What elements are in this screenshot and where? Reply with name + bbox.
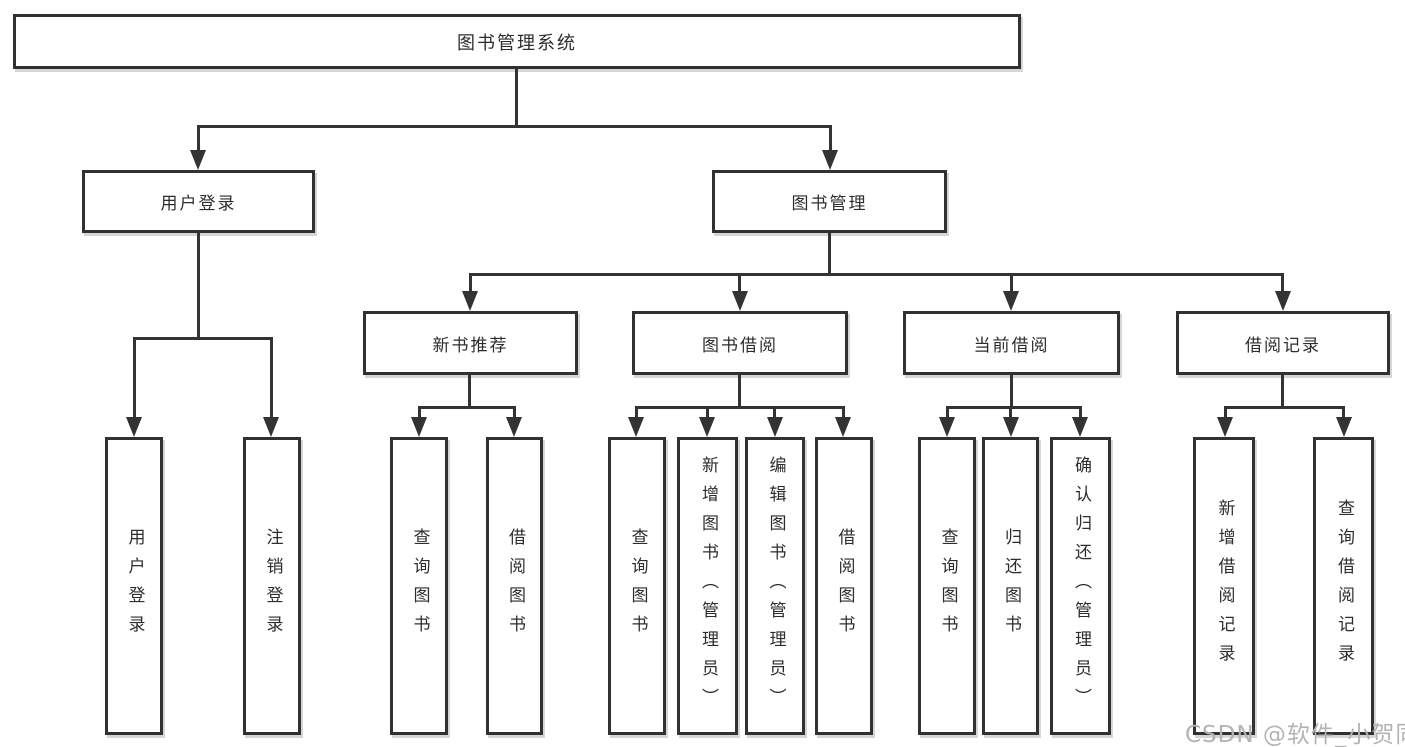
node-label: 查询图书 (409, 528, 430, 644)
node-user-login: 用户登录 (82, 170, 315, 233)
connector-line (842, 406, 845, 419)
arrow-down-icon (732, 291, 748, 311)
node-current-borrowing: 当前借阅 (903, 311, 1120, 375)
leaf-query-book-current: 查询图书 (918, 437, 976, 735)
arrow-down-icon (939, 417, 955, 437)
arrow-down-icon (126, 417, 142, 437)
node-new-book-recommend: 新书推荐 (363, 311, 578, 375)
arrow-down-icon (1072, 417, 1088, 437)
connector-line (133, 337, 136, 419)
node-label: 借阅图书 (505, 528, 525, 644)
arrow-down-icon (263, 417, 279, 437)
connector-line (270, 337, 273, 419)
connector-line (1010, 273, 1013, 293)
node-borrow-records: 借阅记录 (1176, 311, 1390, 375)
node-label: 编辑图书（管理员） (765, 455, 786, 717)
connector-line (418, 406, 421, 419)
arrow-down-icon (699, 417, 715, 437)
node-label: 图书管理系统 (457, 32, 577, 54)
arrow-down-icon (462, 291, 478, 311)
arrow-down-icon (506, 417, 522, 437)
connector-group-drop (1010, 375, 1013, 408)
connector-level3-hline (469, 273, 1284, 276)
arrow-down-icon (767, 417, 783, 437)
leaf-borrow-book-rec: 借阅图书 (486, 437, 543, 735)
arrow-down-icon (411, 417, 427, 437)
node-book-borrowing: 图书借阅 (632, 311, 848, 375)
node-label: 查询借阅记录 (1334, 499, 1354, 673)
connector-line (1342, 406, 1345, 419)
node-label: 注销登录 (262, 528, 283, 644)
connector-line (1009, 406, 1012, 419)
node-label: 用户登录 (124, 528, 145, 644)
node-label: 借阅记录 (1245, 335, 1321, 356)
node-label: 当前借阅 (973, 335, 1050, 356)
leaf-query-book-borrow: 查询图书 (608, 437, 666, 735)
connector-group-drop (468, 375, 471, 408)
connector-line (1224, 406, 1227, 419)
connector-userlogin-hline (133, 337, 273, 340)
connector-line (946, 406, 949, 419)
connector-line (706, 406, 709, 419)
arrow-down-icon (1217, 417, 1233, 437)
node-label: 图书借阅 (702, 335, 778, 356)
connector-group-hline (418, 406, 516, 409)
node-label: 归还图书 (1001, 528, 1021, 644)
node-label: 查询图书 (627, 528, 648, 644)
arrow-down-icon (822, 150, 838, 170)
leaf-query-book-rec: 查询图书 (390, 437, 448, 735)
arrow-down-icon (1336, 417, 1352, 437)
leaf-query-borrow-record: 查询借阅记录 (1313, 437, 1374, 735)
arrow-down-icon (1275, 291, 1291, 311)
connector-userlogin-drop (197, 233, 200, 337)
connector-line (738, 273, 741, 293)
connector-line (1281, 273, 1284, 293)
node-library-system: 图书管理系统 (13, 14, 1021, 69)
leaf-logout: 注销登录 (243, 437, 301, 735)
leaf-user-login: 用户登录 (105, 437, 163, 735)
connector-bookmgmt-drop (828, 233, 831, 275)
arrow-down-icon (1003, 417, 1019, 437)
arrow-down-icon (1003, 291, 1019, 311)
connector-line (635, 406, 638, 419)
leaf-borrow-book: 借阅图书 (815, 437, 873, 735)
connector-level2-hline (197, 125, 832, 128)
node-label: 新书推荐 (432, 335, 509, 356)
arrow-down-icon (628, 417, 644, 437)
node-book-management: 图书管理 (712, 170, 947, 233)
csdn-watermark: CSDN @软件_小贺同学 (1185, 722, 1405, 747)
connector-line (469, 273, 472, 293)
connector-group-drop (738, 375, 741, 408)
leaf-add-borrow-record: 新增借阅记录 (1193, 437, 1255, 735)
connector-group-hline (946, 406, 1082, 409)
leaf-edit-book-admin: 编辑图书（管理员） (745, 437, 805, 735)
connector-group-drop (1281, 375, 1284, 408)
node-label: 用户登录 (160, 194, 237, 214)
node-label: 查询图书 (937, 528, 958, 644)
connector-group-hline (1224, 406, 1345, 409)
leaf-add-book-admin: 新增图书（管理员） (677, 437, 738, 735)
connector-line (829, 125, 832, 152)
connector-line (197, 125, 200, 152)
arrow-down-icon (190, 150, 206, 170)
node-label: 借阅图书 (834, 528, 855, 644)
leaf-confirm-return-admin: 确认归还（管理员） (1050, 437, 1111, 735)
node-label: 图书管理 (791, 194, 868, 214)
node-label: 新增图书（管理员） (698, 455, 718, 717)
connector-group-hline (635, 406, 845, 409)
connector-root-drop (515, 69, 518, 128)
node-label: 确认归还（管理员） (1071, 455, 1091, 717)
arrow-down-icon (835, 417, 851, 437)
connector-line (1079, 406, 1082, 419)
node-label: 新增借阅记录 (1214, 499, 1235, 673)
leaf-return-book: 归还图书 (982, 437, 1039, 735)
connector-line (513, 406, 516, 419)
connector-line (773, 406, 776, 419)
